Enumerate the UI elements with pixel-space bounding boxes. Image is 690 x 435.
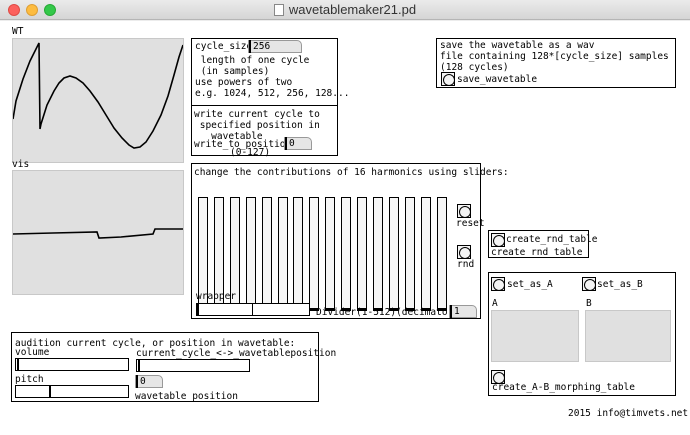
cycle-size-desc-2: (in samples): [195, 66, 270, 77]
wrapper-slider-mid: [252, 304, 253, 315]
create-rnd-table-object[interactable]: create_rnd_table: [491, 247, 583, 258]
vis-graph[interactable]: [12, 170, 184, 295]
write-position-numbox[interactable]: 0: [284, 137, 312, 150]
save-wavetable-label: save_wavetable: [457, 74, 538, 85]
create-morph-table-bang[interactable]: [491, 370, 505, 384]
harmonic-slider-knob[interactable]: [326, 308, 334, 310]
pitch-slider-knob[interactable]: [49, 386, 51, 397]
panel-divider: [191, 105, 338, 106]
harmonic-slider-knob[interactable]: [310, 308, 318, 310]
write-position-range: (0-127): [230, 147, 271, 158]
graph-b-label: B: [586, 298, 592, 309]
harmonic-slider-knob[interactable]: [406, 308, 414, 310]
set-as-b-bang[interactable]: [582, 277, 596, 291]
wrapper-slider[interactable]: [196, 303, 310, 316]
cycle-size-desc-1: length of one cycle: [195, 55, 310, 66]
wt-waveform: [13, 42, 183, 149]
current-cycle-slider[interactable]: [136, 359, 250, 372]
reset-label: reset: [456, 218, 485, 229]
vis-waveform: [13, 228, 183, 239]
harmonic-slider-knob[interactable]: [422, 308, 430, 310]
rnd-label: rnd: [457, 259, 475, 270]
window-titlebar: wavetablemaker21.pd: [0, 0, 690, 20]
harmonic-slider-5[interactable]: [262, 197, 272, 311]
set-as-b-label: set_as_B: [597, 279, 643, 290]
graph-a-label: A: [492, 298, 498, 309]
harmonic-slider-8[interactable]: [309, 197, 319, 311]
credit-text: 2015 info@timvets.net: [568, 408, 689, 419]
harmonic-slider-11[interactable]: [357, 197, 367, 311]
write-desc-1: write current cycle to: [194, 109, 320, 120]
close-window-button[interactable]: [8, 4, 20, 16]
harmonic-slider-6[interactable]: [278, 197, 288, 311]
divider-value: 1: [454, 306, 460, 317]
save-desc-3: (128 cycles): [440, 62, 509, 73]
wrapper-label: wrapper: [196, 291, 237, 302]
vis-graph-label: vis: [12, 159, 30, 170]
harmonic-slider-knob[interactable]: [390, 308, 398, 310]
wrapper-slider-knob[interactable]: [197, 304, 199, 315]
create-rnd-table-label: create_rnd_table: [506, 234, 598, 245]
rnd-bang[interactable]: [457, 245, 471, 259]
save-wavetable-bang[interactable]: [441, 72, 455, 86]
wavetable-position-value: 0: [140, 376, 146, 387]
write-desc-3: wavetable: [194, 131, 263, 142]
write-position-value: 0: [289, 138, 295, 149]
pitch-label: pitch: [15, 374, 44, 385]
divider-numbox[interactable]: 1: [449, 305, 477, 318]
cycle-size-panel: [191, 38, 338, 156]
save-panel: [436, 38, 676, 88]
minimize-window-button[interactable]: [26, 4, 38, 16]
harmonic-slider-knob[interactable]: [438, 308, 446, 310]
set-as-a-label: set_as_A: [507, 279, 553, 290]
zoom-window-button[interactable]: [44, 4, 56, 16]
graph-a[interactable]: [491, 310, 579, 362]
document-icon: [273, 4, 284, 16]
save-desc-1: save the wavetable as a wav: [440, 40, 595, 51]
graph-b[interactable]: [585, 310, 671, 362]
divider-label: Divider(1-512)(decimator): [316, 307, 459, 318]
write-desc-2: specified position in: [194, 120, 320, 131]
set-as-a-bang[interactable]: [491, 277, 505, 291]
volume-slider-knob[interactable]: [17, 359, 19, 370]
patch-canvas[interactable]: WT vis cycle_size 256 length of one cycl…: [0, 21, 690, 435]
harmonics-title: change the contributions of 16 harmonics…: [194, 167, 509, 178]
create-rnd-table-bang[interactable]: [491, 233, 505, 247]
harmonic-slider-12[interactable]: [373, 197, 383, 311]
harmonic-slider-13[interactable]: [389, 197, 399, 311]
reset-bang[interactable]: [457, 204, 471, 218]
pitch-slider[interactable]: [15, 385, 129, 398]
volume-label: volume: [15, 347, 50, 358]
cycle-size-desc-4: e.g. 1024, 512, 256, 128...: [195, 88, 350, 99]
harmonic-slider-16[interactable]: [437, 197, 447, 311]
wt-graph-label: WT: [12, 26, 24, 37]
cycle-size-label: cycle_size: [195, 41, 253, 52]
harmonic-slider-4[interactable]: [246, 197, 256, 311]
cycle-size-desc-3: use powers of two: [195, 77, 293, 88]
volume-slider[interactable]: [15, 358, 129, 371]
window-title: wavetablemaker21.pd: [0, 2, 690, 17]
harmonic-slider-knob[interactable]: [374, 308, 382, 310]
harmonic-slider-14[interactable]: [405, 197, 415, 311]
cycle-size-value: 256: [253, 41, 271, 52]
harmonic-slider-15[interactable]: [421, 197, 431, 311]
wavetable-position-label: wavetable_position: [135, 391, 238, 402]
current-cycle-label: current_cycle_<->_wavetableposition: [136, 348, 337, 359]
audition-title: audition current cycle, or position in w…: [15, 338, 296, 349]
window-title-text: wavetablemaker21.pd: [288, 2, 417, 17]
harmonic-slider-7[interactable]: [293, 197, 303, 311]
wt-graph[interactable]: [12, 38, 184, 163]
harmonic-slider-10[interactable]: [341, 197, 351, 311]
cycle-size-numbox[interactable]: 256: [248, 40, 302, 53]
save-desc-2: file containing 128*[cycle_size] samples: [440, 51, 669, 62]
current-cycle-slider-knob[interactable]: [138, 360, 140, 371]
write-to-position-label: write_to_position: [194, 139, 292, 150]
harmonic-slider-knob[interactable]: [342, 308, 350, 310]
wavetable-position-numbox[interactable]: 0: [135, 375, 163, 388]
harmonic-slider-9[interactable]: [325, 197, 335, 311]
create-morph-table-label: create_A-B_morphing_table: [492, 382, 635, 393]
harmonic-slider-knob[interactable]: [358, 308, 366, 310]
